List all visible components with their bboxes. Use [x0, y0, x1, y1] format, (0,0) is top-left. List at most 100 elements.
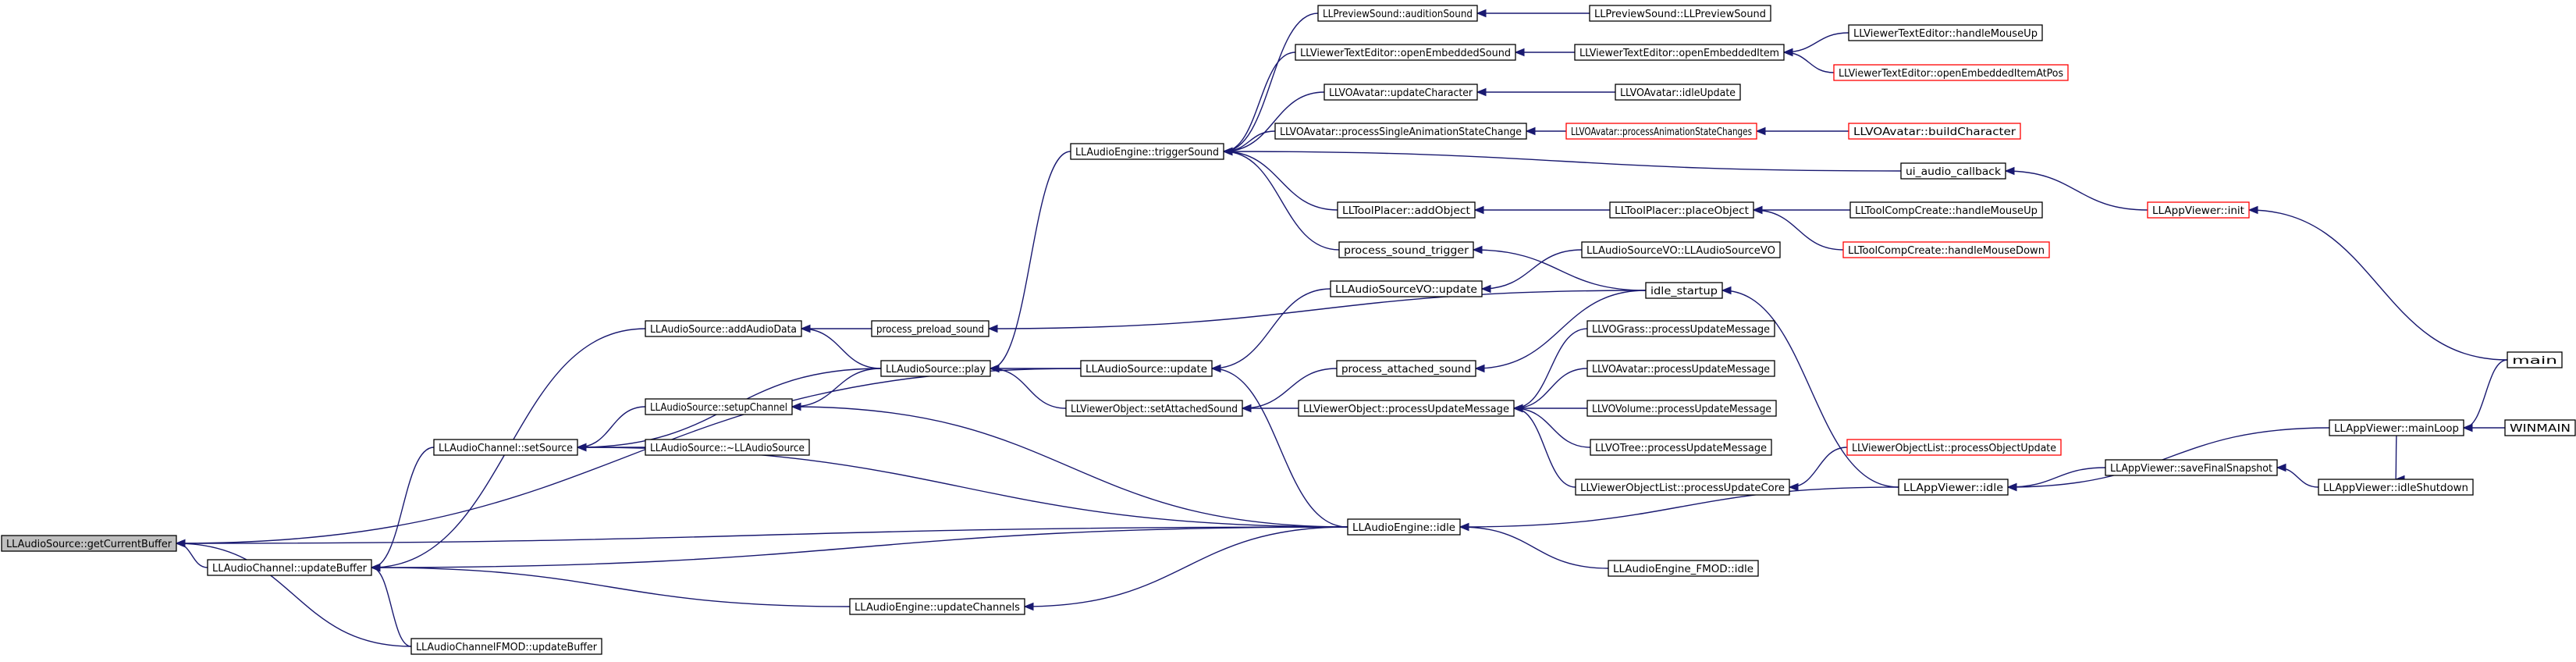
node-dtor[interactable]: LLAudioSource::~LLAudioSource — [645, 439, 810, 456]
node-box — [1347, 518, 1461, 536]
node-addaudio[interactable]: LLAudioSource::addAudioData — [645, 320, 802, 337]
node-tcup[interactable]: LLToolCompCreate::handleMouseUp — [1849, 201, 2043, 219]
node-winmain[interactable]: WINMAIN — [2504, 419, 2576, 436]
node-box — [207, 559, 372, 576]
edge-procatt-to-setatt — [1242, 368, 1338, 409]
node-label: process_sound_trigger — [1344, 244, 1469, 257]
node-box — [1590, 439, 1772, 456]
node-appidle[interactable]: LLAppViewer::idle — [1898, 479, 2009, 496]
node-box — [1615, 84, 1741, 101]
node-box — [2504, 419, 2576, 436]
node-srcupdate[interactable]: LLAudioSource::update — [1080, 360, 1213, 377]
edge-handleup-to-openitem — [1783, 32, 1849, 53]
node-procsingle[interactable]: LLVOAvatar::processSingleAnimationStateC… — [1274, 123, 1527, 140]
node-label: LLAppViewer::idle — [1903, 482, 2003, 494]
node-box — [1842, 241, 2050, 258]
arrowhead — [1210, 364, 1221, 373]
node-prevctor[interactable]: LLPreviewSound::LLPreviewSound — [1589, 5, 1771, 22]
node-objlistcore[interactable]: LLViewerObjectList::processUpdateCore — [1575, 479, 1790, 496]
node-uicb[interactable]: ui_audio_callback — [1900, 162, 2006, 180]
node-upch[interactable]: LLAudioEngine::updateChannels — [849, 598, 1025, 615]
node-tcdown[interactable]: LLToolCompCreate::handleMouseDown — [1842, 241, 2050, 258]
node-updchar[interactable]: LLVOAvatar::updateCharacter — [1324, 84, 1478, 101]
node-box — [1848, 24, 2043, 41]
arrowhead — [1525, 126, 1536, 136]
node-appinit[interactable]: LLAppViewer::init — [2147, 201, 2250, 219]
edge-main-to-mainloop — [2463, 359, 2508, 429]
node-objlistupd[interactable]: LLViewerObjectList::processObjectUpdate — [1846, 439, 2062, 456]
node-prevaud[interactable]: LLPreviewSound::auditionSound — [1317, 5, 1478, 22]
node-box — [1645, 282, 1723, 299]
node-idleupd[interactable]: LLVOAvatar::idleUpdate — [1615, 84, 1741, 101]
arrowhead — [1514, 48, 1525, 57]
node-idlestart[interactable]: idle_startup — [1645, 282, 1723, 299]
arrowhead — [175, 539, 186, 548]
node-root[interactable]: LLAudioSource::getCurrentBuffer — [1, 535, 177, 552]
node-label: LLViewerObjectList::processUpdateCore — [1580, 482, 1785, 494]
edge-engidle-to-srcupdate — [1211, 368, 1348, 528]
arrowhead — [1752, 205, 1763, 215]
node-openitem[interactable]: LLViewerTextEditor::openEmbeddedItem — [1574, 44, 1785, 61]
node-trigger[interactable]: LLAudioEngine::triggerSound — [1070, 143, 1224, 160]
node-box — [1574, 44, 1785, 61]
edge-tcdown-to-placeobj — [1753, 209, 1844, 251]
node-chan_update[interactable]: LLAudioChannel::updateBuffer — [207, 559, 372, 576]
arrowhead — [576, 443, 587, 452]
node-procanim[interactable]: LLVOAvatar::processAnimationStateChanges — [1565, 123, 1757, 140]
node-addobj[interactable]: LLToolPlacer::addObject — [1337, 201, 1476, 219]
node-proctrig[interactable]: process_sound_trigger — [1338, 241, 1474, 258]
edge-appinit-to-uicb — [2005, 170, 2148, 211]
node-voproc[interactable]: LLViewerObject::processUpdateMessage — [1298, 400, 1515, 417]
node-handleup[interactable]: LLViewerTextEditor::handleMouseUp — [1848, 24, 2043, 41]
node-chan_setsrc[interactable]: LLAudioChannel::setSource — [433, 439, 578, 456]
node-finalsnap[interactable]: LLAppViewer::saveFinalSnapshot — [2105, 459, 2278, 476]
node-box — [1330, 280, 1483, 297]
node-label: LLViewerObject::processUpdateMessage — [1303, 403, 1509, 415]
node-avproc[interactable]: LLVOAvatar::processUpdateMessage — [1586, 360, 1775, 377]
node-box — [1586, 320, 1775, 337]
arrowhead — [1459, 522, 1469, 532]
node-label: process_attached_sound — [1341, 363, 1471, 375]
edge-appidle-to-idlestart — [1721, 290, 1899, 488]
node-label: idle_startup — [1650, 285, 1718, 297]
edge-engidle-to-root — [176, 526, 1348, 544]
node-box — [1295, 44, 1516, 61]
node-label: LLViewerTextEditor::openEmbeddedItemAtPo… — [1839, 67, 2063, 80]
node-buildchar[interactable]: LLVOAvatar::buildCharacter — [1848, 123, 2021, 140]
node-vosrcupd[interactable]: LLAudioSourceVO::update — [1330, 280, 1483, 297]
node-procatt[interactable]: process_attached_sound — [1336, 360, 1476, 377]
node-main[interactable]: main — [2507, 351, 2563, 368]
node-grass[interactable]: LLVOGrass::processUpdateMessage — [1586, 320, 1775, 337]
node-box — [410, 638, 602, 655]
arrowhead — [1512, 404, 1523, 413]
node-label: LLVOVolume::processUpdateMessage — [1592, 403, 1771, 415]
node-idleshut[interactable]: LLAppViewer::idleShutdown — [2318, 479, 2474, 496]
node-treeproc[interactable]: LLVOTree::processUpdateMessage — [1590, 439, 1772, 456]
node-box — [2329, 419, 2464, 436]
node-engidle[interactable]: LLAudioEngine::idle — [1347, 518, 1461, 536]
node-openatpos[interactable]: LLViewerTextEditor::openEmbeddedItemAtPo… — [1833, 64, 2069, 81]
node-play[interactable]: LLAudioSource::play — [880, 360, 991, 377]
node-openemb[interactable]: LLViewerTextEditor::openEmbeddedSound — [1295, 44, 1516, 61]
node-mainloop[interactable]: LLAppViewer::mainLoop — [2329, 419, 2464, 436]
node-box — [1589, 5, 1771, 22]
node-setupch[interactable]: LLAudioSource::setupChannel — [645, 398, 793, 415]
node-label: LLAppViewer::saveFinalSnapshot — [2110, 462, 2272, 475]
node-label: LLVOGrass::processUpdateMessage — [1592, 323, 1770, 336]
arrowhead — [987, 324, 998, 333]
node-volproc[interactable]: LLVOVolume::processUpdateMessage — [1586, 400, 1777, 417]
node-box — [1849, 201, 2043, 219]
node-box — [1609, 201, 1754, 219]
node-fmod_update[interactable]: LLAudioChannelFMOD::updateBuffer — [410, 638, 602, 655]
node-placeobj[interactable]: LLToolPlacer::placeObject — [1609, 201, 1754, 219]
node-setatt[interactable]: LLViewerObject::setAttachedSound — [1065, 400, 1243, 417]
edge-updchar-to-trigger — [1223, 91, 1325, 152]
edge-engidle-to-upch — [1024, 526, 1348, 607]
edge-grass-to-voproc — [1513, 328, 1588, 409]
node-preload[interactable]: process_preload_sound — [871, 320, 990, 337]
node-fmodidle[interactable]: LLAudioEngine_FMOD::idle — [1608, 560, 1759, 577]
arrowhead — [1788, 482, 1799, 492]
node-vosrcctor[interactable]: LLAudioSourceVO::LLAudioSourceVO — [1581, 241, 1781, 258]
edge-trigger-to-play — [990, 151, 1071, 369]
node-label: LLVOAvatar::buildCharacter — [1853, 126, 2016, 138]
